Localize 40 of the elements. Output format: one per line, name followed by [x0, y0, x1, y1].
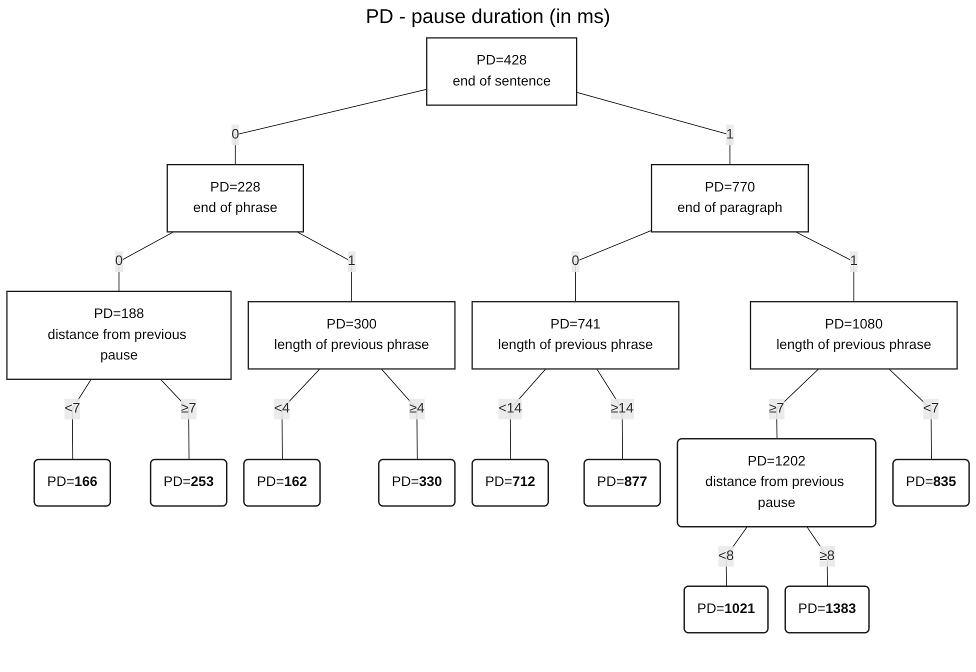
- node-box: PD=770 end of paragraph: [650, 164, 809, 233]
- connector: [118, 231, 174, 292]
- node-box: PD=188 distance from previous pause: [6, 290, 232, 380]
- edge-label: ≥14: [610, 401, 634, 416]
- node-box: PD=1080 length of previous phrase: [750, 301, 958, 370]
- diagram-title: PD - pause duration (in ms): [364, 6, 612, 29]
- edge-label: ≥7: [181, 401, 196, 416]
- connector: [72, 378, 92, 460]
- edge-label: 0: [231, 127, 240, 142]
- edge-label: 1: [348, 254, 356, 269]
- connector: [510, 368, 546, 460]
- connector: [296, 231, 352, 302]
- edge-label: ≥8: [819, 548, 835, 564]
- connector: [576, 92, 730, 166]
- connector: [806, 526, 828, 588]
- edge-label: 1: [850, 254, 858, 269]
- edge-label: 1: [726, 127, 734, 142]
- node-box: PD=228 end of phrase: [166, 164, 304, 233]
- connector: [234, 88, 428, 166]
- connector: [282, 368, 320, 460]
- connector: [888, 368, 932, 460]
- connector: [596, 368, 624, 460]
- connector: [795, 231, 854, 302]
- connector: [160, 378, 190, 460]
- connector: [575, 230, 652, 302]
- connector: [380, 368, 418, 460]
- edge-label: <7: [64, 401, 80, 416]
- edge-label: <4: [274, 401, 290, 416]
- node-box: PD=428 end of sentence: [426, 37, 578, 106]
- edge-label: 0: [115, 254, 123, 269]
- edge-label: ≥7: [768, 401, 784, 416]
- edge-label: 0: [572, 254, 580, 269]
- connector: [726, 526, 748, 588]
- node-box: PD=741 length of previous phrase: [472, 301, 680, 370]
- node-box: PD=300 length of previous phrase: [248, 301, 456, 370]
- edge-label: <14: [498, 401, 522, 416]
- connector: [776, 368, 820, 440]
- edge-label: ≥4: [409, 401, 424, 416]
- edge-label: <8: [718, 548, 734, 564]
- edge-label: <7: [923, 401, 939, 416]
